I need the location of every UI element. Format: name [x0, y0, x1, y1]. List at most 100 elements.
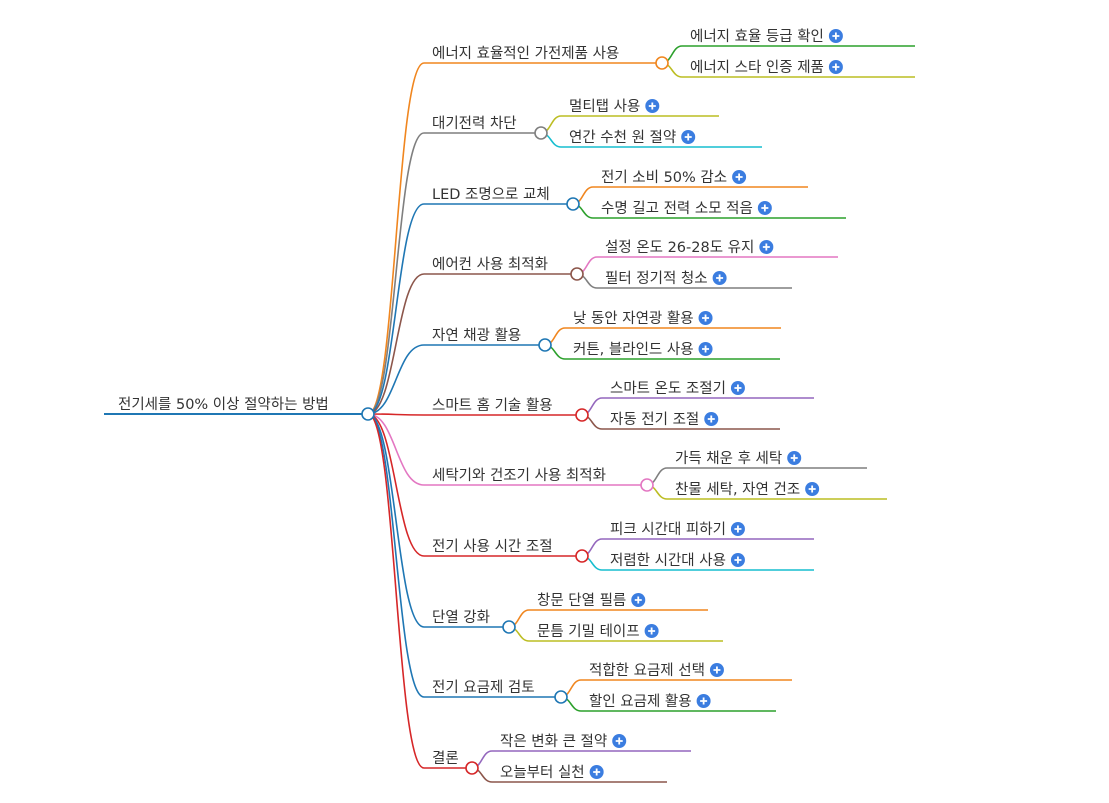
- mindmap-nodes: 전기세를 50% 이상 절약하는 방법 에너지 효율적인 가전제품 사용 에너지 효…: [104, 28, 915, 783]
- plus-circle-icon[interactable]: [644, 624, 659, 638]
- plus-glyph: [735, 173, 743, 181]
- branch-node[interactable]: LED 조명으로 교체: [424, 186, 573, 205]
- plus-circle-icon[interactable]: [645, 99, 660, 113]
- child-node[interactable]: 가득 채운 후 세탁: [667, 450, 867, 469]
- plus-glyph: [762, 243, 770, 251]
- root-collapse-toggle-circle[interactable]: [361, 407, 375, 421]
- branch-node[interactable]: 결론: [424, 750, 472, 769]
- root-node[interactable]: 전기세를 50% 이상 절약하는 방법: [104, 396, 368, 415]
- collapse-toggle-circle[interactable]: [575, 549, 589, 563]
- branch-label: 스마트 홈 기술 활용: [432, 397, 553, 414]
- child-node[interactable]: 전기 소비 50% 감소: [593, 169, 808, 188]
- child-node[interactable]: 자동 전기 조절: [602, 411, 780, 430]
- child-node[interactable]: 작은 변화 큰 절약: [492, 733, 691, 752]
- plus-circle-icon[interactable]: [698, 311, 713, 325]
- child-label: 피크 시간대 피하기: [610, 521, 726, 538]
- plus-glyph: [615, 737, 623, 745]
- plus-circle-icon[interactable]: [759, 240, 774, 254]
- child-label: 창문 단열 필름: [537, 592, 626, 609]
- branch-node[interactable]: 단열 강화: [424, 609, 509, 628]
- branch-label: 단열 강화: [432, 609, 490, 626]
- plus-circle-icon[interactable]: [828, 29, 843, 43]
- child-node[interactable]: 낮 동안 자연광 활용: [565, 310, 781, 329]
- child-label: 수명 길고 전력 소모 적음: [601, 200, 753, 217]
- plus-circle-icon[interactable]: [589, 765, 604, 779]
- child-label: 에너지 스타 인증 제품: [690, 59, 824, 76]
- child-label: 적합한 요금제 선택: [589, 662, 705, 679]
- child-node[interactable]: 필터 정기적 청소: [597, 270, 792, 289]
- plus-glyph: [702, 345, 710, 353]
- branch-node[interactable]: 전기 요금제 검토: [424, 679, 561, 698]
- collapse-toggle-circle[interactable]: [538, 338, 552, 352]
- plus-circle-icon[interactable]: [757, 201, 772, 215]
- plus-glyph: [734, 384, 742, 392]
- branch-node[interactable]: 스마트 홈 기술 활용: [424, 397, 582, 416]
- plus-circle-icon[interactable]: [787, 451, 802, 465]
- collapse-toggle-circle[interactable]: [640, 478, 654, 492]
- plus-circle-icon[interactable]: [828, 60, 843, 74]
- plus-circle-icon[interactable]: [631, 593, 646, 607]
- branch-node[interactable]: 자연 채광 활용: [424, 327, 545, 346]
- plus-glyph: [734, 525, 742, 533]
- plus-circle-icon[interactable]: [712, 271, 727, 285]
- plus-circle-icon[interactable]: [730, 553, 745, 567]
- child-node[interactable]: 적합한 요금제 선택: [581, 662, 792, 681]
- child-node[interactable]: 스마트 온도 조절기: [602, 380, 814, 399]
- child-node[interactable]: 문틈 기밀 테이프: [529, 623, 723, 642]
- collapse-toggle-circle[interactable]: [465, 761, 479, 775]
- child-label: 할인 요금제 활용: [589, 693, 692, 710]
- child-node[interactable]: 창문 단열 필름: [529, 592, 708, 611]
- branch-label: 대기전력 차단: [432, 115, 517, 132]
- branch-link: [367, 413, 425, 628]
- child-label: 연간 수천 원 절약: [569, 129, 676, 146]
- branch-link: [367, 62, 425, 415]
- branch-node[interactable]: 세탁기와 건조기 사용 최적화: [424, 467, 647, 486]
- child-node[interactable]: 커튼, 블라인드 사용: [565, 341, 780, 360]
- branch-node[interactable]: 에너지 효율적인 가전제품 사용: [424, 45, 662, 64]
- child-node[interactable]: 찬물 세탁, 자연 건조: [667, 481, 887, 500]
- child-node[interactable]: 설정 온도 26-28도 유지: [597, 239, 838, 258]
- branch-link: [367, 413, 425, 698]
- plus-glyph: [734, 556, 742, 564]
- child-node[interactable]: 저렴한 시간대 사용: [602, 552, 814, 571]
- branch-node[interactable]: 에어컨 사용 최적화: [424, 256, 577, 275]
- collapse-toggle-circle[interactable]: [502, 620, 516, 634]
- child-node[interactable]: 에너지 스타 인증 제품: [682, 59, 915, 78]
- child-node[interactable]: 오늘부터 실천: [492, 764, 667, 783]
- branch-label: 전기 요금제 검토: [432, 679, 535, 696]
- plus-circle-icon[interactable]: [698, 342, 713, 356]
- plus-circle-icon[interactable]: [696, 694, 711, 708]
- child-node[interactable]: 멀티탭 사용: [561, 98, 719, 117]
- child-node[interactable]: 할인 요금제 활용: [581, 693, 776, 712]
- child-label: 문틈 기밀 테이프: [537, 623, 640, 640]
- child-node[interactable]: 연간 수천 원 절약: [561, 129, 762, 148]
- plus-glyph: [761, 204, 769, 212]
- root-label: 전기세를 50% 이상 절약하는 방법: [118, 396, 329, 413]
- collapse-toggle-circle[interactable]: [575, 408, 589, 422]
- collapse-toggle-circle[interactable]: [655, 56, 669, 70]
- plus-circle-icon[interactable]: [612, 734, 627, 748]
- branch-link: [367, 413, 425, 486]
- plus-circle-icon[interactable]: [805, 482, 820, 496]
- plus-glyph: [832, 32, 840, 40]
- plus-glyph: [648, 102, 656, 110]
- plus-glyph: [790, 454, 798, 462]
- collapse-toggle-circle[interactable]: [566, 197, 580, 211]
- child-node[interactable]: 피크 시간대 피하기: [602, 521, 814, 540]
- plus-circle-icon[interactable]: [681, 130, 696, 144]
- plus-circle-icon[interactable]: [704, 412, 719, 426]
- plus-glyph: [684, 133, 692, 141]
- plus-circle-icon[interactable]: [730, 381, 745, 395]
- child-node[interactable]: 에너지 효율 등급 확인: [682, 28, 915, 47]
- child-node[interactable]: 수명 길고 전력 소모 적음: [593, 200, 846, 219]
- collapse-toggle-circle[interactable]: [534, 126, 548, 140]
- child-label: 찬물 세탁, 자연 건조: [675, 481, 800, 498]
- branch-node[interactable]: 전기 사용 시간 조절: [424, 538, 582, 557]
- collapse-toggle-circle[interactable]: [570, 267, 584, 281]
- plus-circle-icon[interactable]: [709, 663, 724, 677]
- branch-node[interactable]: 대기전력 차단: [424, 115, 541, 134]
- collapse-toggle-circle[interactable]: [554, 690, 568, 704]
- plus-circle-icon[interactable]: [732, 170, 747, 184]
- plus-circle-icon[interactable]: [730, 522, 745, 536]
